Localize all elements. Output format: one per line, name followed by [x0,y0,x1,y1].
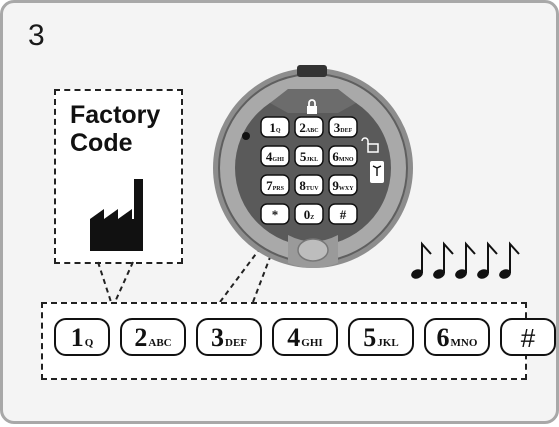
lock-icon [307,99,317,114]
light-bulb-icon [370,161,384,183]
beep-notes-icon [411,241,520,279]
lock-key-label: * [272,207,279,222]
step-number: 3 [28,19,45,52]
keypad-lock: 1Q 2ABC 3DEF 4GHI 5JKL 6MNO 7PRS 8TUV 9WXY * 0Z # [213,65,413,268]
lock-key-4: 4GHI [260,145,290,167]
code-key-digit: 1 [70,323,84,352]
factory-title-line2: Code [70,129,133,157]
lock-key-9: 9WXY [328,174,358,196]
lock-key-label: 5JKL [300,149,318,164]
code-key-pound: # [500,318,556,356]
unlock-icon [361,137,379,153]
note-icon [499,241,520,279]
dial-top-tab [297,65,327,77]
lock-key-6: 6MNO [328,145,358,167]
code-key-letters: MNO [450,337,478,349]
lock-key-label: 9WXY [332,178,354,193]
lock-key-pound: # [328,203,358,225]
lock-key-5: 5JKL [294,145,324,167]
lock-key-label: 4GHI [266,149,285,164]
factory-code-title: Factory Code [70,101,160,157]
indicator-dot [242,132,250,140]
factory-code-box: Factory Code [54,89,183,264]
note-icon [455,241,476,279]
lock-key-label: 8TUV [299,178,319,193]
code-key-digit: # [520,323,536,353]
lock-key-3: 3DEF [328,116,358,138]
lock-key-2: 2ABC [294,116,324,138]
factory-title-line1: Factory [70,101,161,129]
code-key-digit: 6 [436,323,450,352]
lock-key-label: 3DEF [334,120,353,135]
code-key-letters: Q [84,337,94,349]
lock-key-1: 1Q [260,116,290,138]
code-key-digit: 3 [211,323,224,352]
code-key-letters: GHI [301,337,323,349]
lock-key-label: 7PRS [266,178,284,193]
code-key-letters: DEF [225,337,247,349]
lock-key-8: 8TUV [294,174,324,196]
lock-key-0: 0Z [294,203,324,225]
note-icon [411,241,432,279]
lock-keys: 1Q 2ABC 3DEF 4GHI 5JKL 6MNO 7PRS 8TUV 9WXY * 0Z # [260,116,358,225]
code-key-digit: 4 [287,323,301,352]
note-icon [477,241,498,279]
code-key-digit: 2 [134,323,148,352]
lock-key-star: * [260,203,290,225]
code-key-digit: 5 [363,323,377,352]
factory-icon [90,179,143,251]
lock-key-label: 0Z [304,207,315,222]
note-icon [433,241,454,279]
lock-key-label: 1Q [269,120,281,135]
lock-key-label: 2ABC [299,120,318,135]
code-key-letters: ABC [148,337,172,349]
lock-key-7: 7PRS [260,174,290,196]
lock-key-label: # [340,207,347,222]
lock-key-label: 6MNO [332,149,353,164]
code-key-letters: JKL [377,337,399,349]
